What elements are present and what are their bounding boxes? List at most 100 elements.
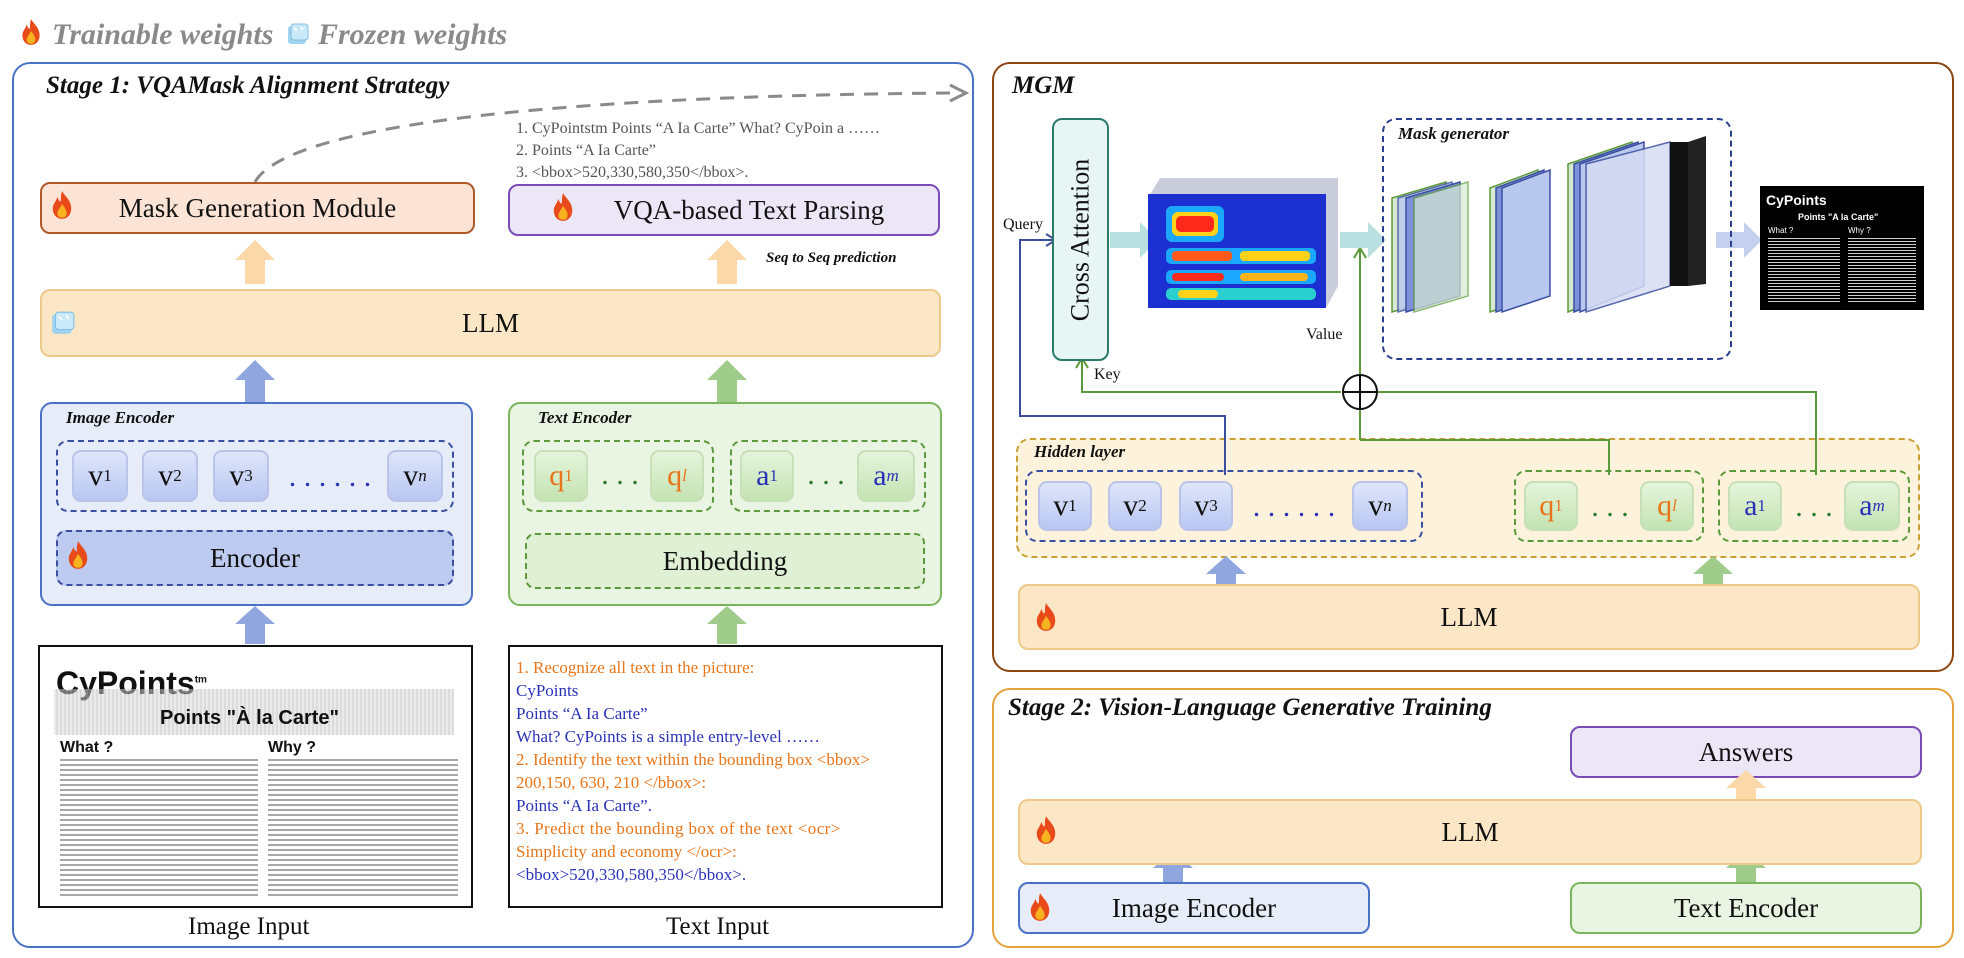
stage2-encoder-flame-icon — [1028, 892, 1052, 922]
frozen-ice-icon — [286, 22, 310, 46]
doc-column-right — [268, 759, 458, 899]
cross-attention-block: Cross Attention — [1052, 118, 1109, 361]
text-input-label: Text Input — [666, 913, 770, 940]
vqa-flame-icon — [551, 192, 575, 222]
out-doc-what: What ? — [1768, 226, 1794, 235]
output-mask-document: CyPoints Points "A la Carte" What ? Why … — [1760, 186, 1924, 310]
vqa-parsing-label: VQA-based Text Parsing — [613, 194, 885, 225]
hidden-question-group — [1514, 470, 1704, 542]
mask-generator-layers — [1391, 136, 1706, 314]
text-input-line-8: 3. Predict the bounding box of the text … — [516, 819, 841, 838]
visual-token-group — [56, 440, 454, 512]
doc-headline: Points "À la Carte" — [160, 707, 340, 729]
stage1-llm-label: LLM — [462, 307, 519, 338]
mgm-llm-flame-icon — [1034, 602, 1058, 632]
seq-to-seq-label: Seq to Seq prediction — [766, 250, 897, 266]
trainable-flame-icon — [20, 18, 42, 46]
hidden-question-ellipsis: . . . — [1591, 490, 1629, 523]
doc-what: What ? — [60, 739, 114, 756]
hidden-visual-group — [1025, 470, 1423, 542]
text-encoder-title: Text Encoder — [538, 408, 632, 427]
text-input-line-7: Points “A Ia Carte”. — [516, 796, 652, 815]
text-input-line-9: Simplicity and economy </ocr>: — [516, 842, 737, 861]
text-encoder-embedding: Embedding — [525, 533, 925, 589]
visual-token-ellipsis: . . . . . . — [288, 460, 372, 493]
mask-generation-module: Mask Generation Module — [40, 182, 475, 234]
text-input-line-4: What? CyPoints is a simple entry-level …… — [516, 727, 821, 746]
stage2-answers: Answers — [1570, 726, 1922, 778]
key-label: Key — [1094, 366, 1121, 383]
out-doc-col-left — [1768, 238, 1840, 304]
answer-token-ellipsis: . . . — [807, 458, 845, 491]
stage2-image-encoder-label: Image Encoder — [1111, 892, 1277, 923]
output-line-3: 3. <bbox>520,330,580,350</bbox>. — [516, 164, 749, 181]
out-doc-why: Why ? — [1848, 226, 1871, 235]
output-line-1: 1. CyPointstm Points “A Ia Carte” What? … — [516, 120, 881, 137]
question-token-ellipsis: . . . — [601, 458, 639, 491]
value-label: Value — [1306, 326, 1343, 343]
hidden-answer-ellipsis: . . . — [1795, 490, 1833, 523]
out-doc-headline: Points "A la Carte" — [1798, 212, 1879, 222]
stage2-title: Stage 2: Vision-Language Generative Trai… — [1008, 694, 1492, 721]
answers-label: Answers — [1698, 736, 1794, 767]
output-line-2: 2. Points “A Ia Carte” — [516, 142, 656, 159]
stage2-text-encoder: Text Encoder — [1570, 882, 1922, 934]
mask-generator-title: Mask generator — [1398, 124, 1509, 143]
stage2-text-encoder-label: Text Encoder — [1673, 892, 1819, 923]
mask-module-flame-icon — [50, 190, 74, 220]
text-input-line-1: 1. Recognize all text in the picture: — [516, 658, 755, 677]
encoder-flame-icon — [66, 540, 90, 570]
doc-column-left — [60, 759, 258, 899]
out-doc-brand: CyPoints — [1766, 192, 1827, 208]
doc-header-band — [54, 689, 454, 735]
stage2-llm-label: LLM — [1441, 816, 1499, 847]
text-input-line-10: <bbox>520,330,580,350</bbox>. — [516, 865, 747, 884]
mgm-llm-label: LLM — [1440, 601, 1498, 632]
image-encoder-title: Image Encoder — [66, 408, 175, 427]
hidden-layer-title: Hidden layer — [1034, 442, 1126, 461]
mgm-llm: LLM — [1018, 584, 1920, 650]
vqa-text-parsing: VQA-based Text Parsing — [508, 184, 940, 236]
query-label: Query — [1003, 216, 1043, 233]
legend-frozen: Frozen weights — [318, 18, 508, 51]
text-input-line-3: Points “A Ia Carte” — [516, 704, 648, 723]
mask-generation-label: Mask Generation Module — [118, 192, 397, 223]
mgm-title: MGM — [1012, 72, 1075, 99]
text-input-line-5: 2. Identify the text within the bounding… — [516, 750, 870, 769]
mgm-frame — [992, 62, 1954, 672]
out-doc-col-right — [1848, 238, 1916, 304]
stage2-llm-flame-icon — [1034, 815, 1058, 845]
doc-why: Why ? — [268, 739, 316, 756]
hidden-visual-ellipsis: . . . . . . — [1252, 490, 1336, 523]
vqa-output-lines: 1. CyPointstm Points “A Ia Carte” What? … — [516, 118, 880, 184]
encoder-label: Encoder — [210, 542, 300, 573]
text-input-lines: 1. Recognize all text in the picture: Cy… — [516, 656, 940, 886]
stage1-frame — [12, 62, 974, 948]
llm-frozen-ice-icon — [50, 310, 76, 336]
image-input-document: CyPointstm Points "À la Carte" What ? Wh… — [38, 645, 473, 908]
attention-heatmap — [1148, 178, 1338, 308]
stage2-llm: LLM — [1018, 799, 1922, 865]
embedding-label: Embedding — [662, 545, 788, 576]
answer-token-group — [730, 440, 926, 512]
stage1-title: Stage 1: VQAMask Alignment Strategy — [46, 72, 450, 99]
stage2-image-encoder: Image Encoder — [1018, 882, 1370, 934]
image-input-label: Image Input — [188, 913, 310, 940]
question-token-group — [522, 440, 714, 512]
text-input-line-6: 200,150, 630, 210 </bbox>: — [516, 773, 707, 792]
